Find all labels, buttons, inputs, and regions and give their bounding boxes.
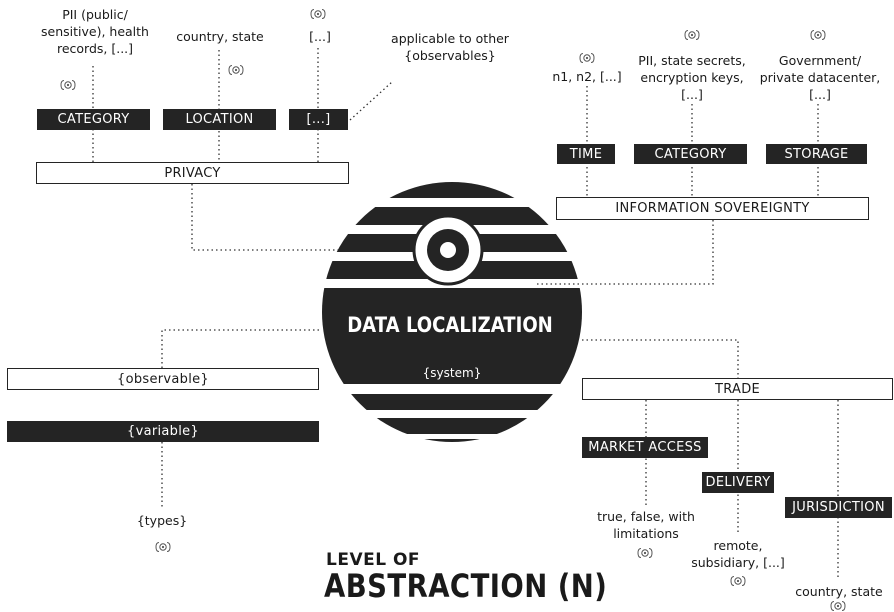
sovereignty-category-box: CATEGORY [634,144,747,164]
privacy-category-note: PII (public/ sensitive), health records,… [41,7,149,56]
eye-icon [309,8,327,20]
eye-icon [829,600,847,612]
market-access-box: MARKET ACCESS [582,437,708,458]
privacy-location-box: LOCATION [163,109,276,130]
eye-icon [227,64,245,76]
privacy-side-note: applicable to other {observables} [391,31,509,63]
eye-icon [59,79,77,91]
privacy-location-note: country, state [176,29,264,44]
privacy-box: PRIVACY [36,162,349,184]
center-subtitle: {system} [422,366,482,380]
eye-icon [809,29,827,41]
sovereignty-category-note: PII, state secrets, encryption keys, [..… [638,53,746,102]
sovereignty-time-note: n1, n2, [...] [552,69,622,84]
footer-title-line2: ABSTRACTION (N) [324,567,608,605]
jurisdiction-note: country, state [795,584,883,599]
data-localization-disc [322,182,582,442]
sovereignty-storage-box: STORAGE [766,144,867,164]
footer-title-line1: LEVEL OF [326,550,421,570]
sovereignty-time-box: TIME [557,144,615,164]
privacy-other-box: [...] [289,109,348,130]
eye-icon [729,575,747,587]
trade-box: TRADE [582,378,893,400]
jurisdiction-box: JURISDICTION [785,497,892,518]
eye-icon [636,547,654,559]
delivery-box: DELIVERY [702,472,774,493]
market-access-note: true, false, with limitations [597,509,695,541]
delivery-note: remote, subsidiary, [...] [691,538,785,570]
variable-box: {variable} [7,421,319,442]
eye-icon [154,541,172,553]
eye-icon [683,29,701,41]
privacy-category-box: CATEGORY [37,109,150,130]
sovereignty-storage-note: Government/ private datacenter, [...] [759,53,881,102]
eye-icon [578,52,596,64]
privacy-other-note: [...] [309,29,331,44]
observable-box: {observable} [7,368,319,390]
types-label: {types} [136,513,188,528]
information-sovereignty-box: INFORMATION SOVEREIGNTY [556,197,869,220]
center-title: DATA LOCALIZATION [347,313,553,337]
